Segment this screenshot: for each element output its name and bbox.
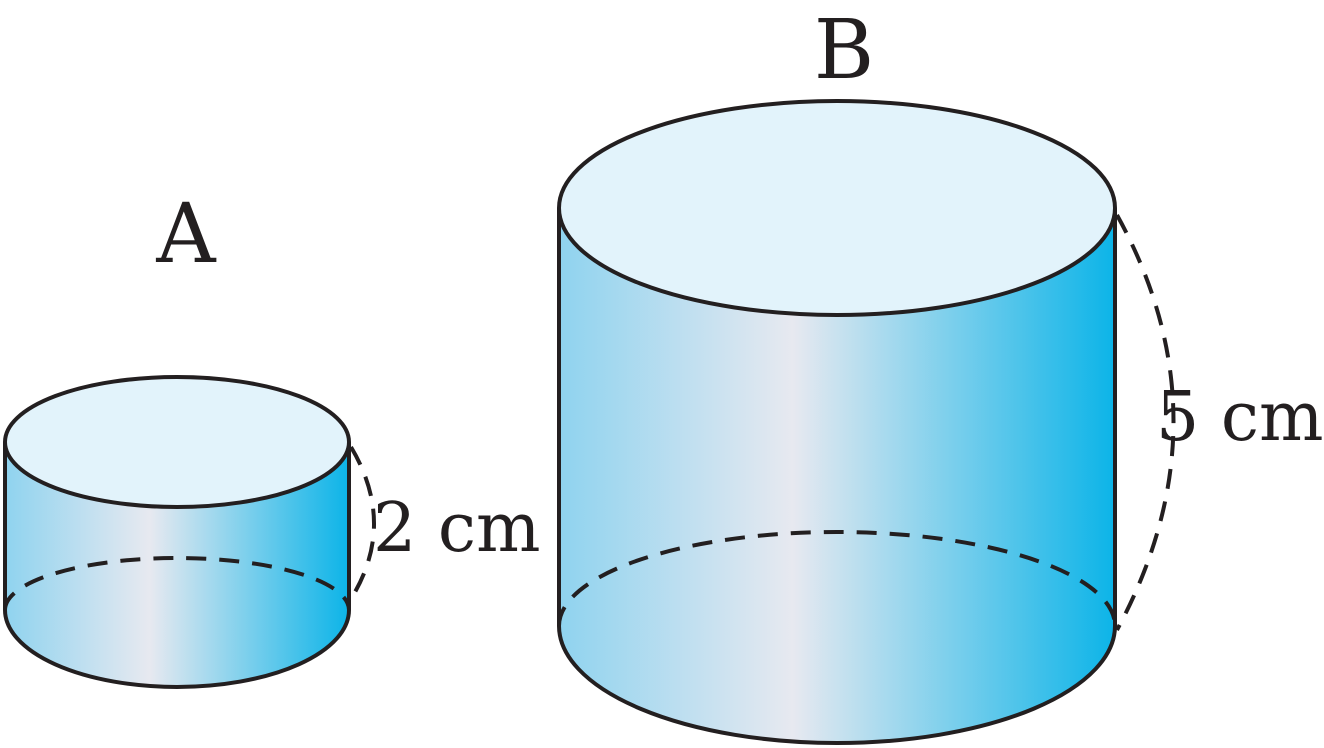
cylinder-b-body	[559, 208, 1115, 743]
cylinder-a-label: A	[155, 187, 217, 282]
cylinder-b-visible-base-edge	[557, 625, 1117, 745]
cylinder-a-hidden-base-edge	[3, 556, 351, 611]
cylinder-a-height-label: 2 cm	[373, 489, 540, 568]
cylinder-a	[3, 375, 376, 689]
cylinder-a-height-brace	[347, 445, 376, 604]
cylinder-b-height-brace	[1115, 214, 1176, 631]
cylinder-b-height-label: 5 cm	[1156, 378, 1323, 457]
cylinder-b-top-face	[557, 99, 1117, 317]
cylinder-a-visible-base-edge	[3, 609, 351, 689]
cylinder-a-body	[5, 442, 349, 687]
cylinder-a-top-face	[3, 375, 351, 509]
cylinder-b-label: B	[814, 3, 874, 98]
cylinder-b-hidden-base-edge	[557, 530, 1117, 627]
cylinder-b	[557, 99, 1176, 745]
